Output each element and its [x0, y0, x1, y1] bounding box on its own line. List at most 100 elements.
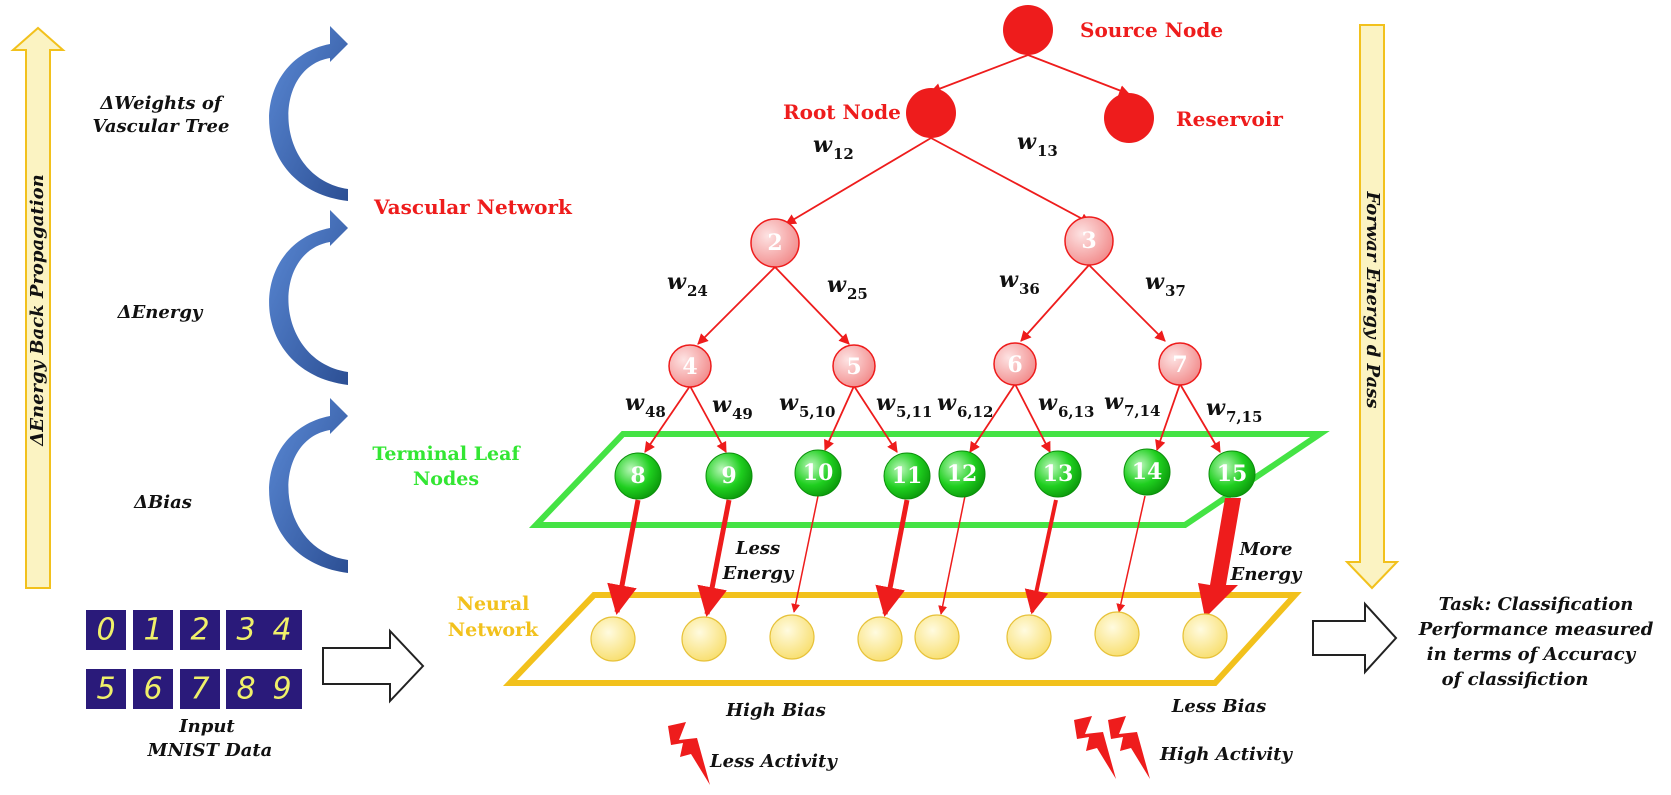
neural-network-plane [502, 592, 1302, 686]
leaf-node-10: 10 [794, 449, 842, 497]
delta-energy-label: ΔEnergy [117, 302, 204, 323]
internal-node-2: 2 [750, 218, 800, 268]
svg-text:10: 10 [803, 460, 834, 486]
svg-text:15: 15 [1217, 461, 1248, 487]
source-node [1003, 5, 1053, 55]
svg-text:11: 11 [892, 463, 923, 489]
internal-node-3: 3 [1064, 216, 1114, 266]
more-energy-arrow [1198, 498, 1241, 618]
neuron [590, 616, 636, 662]
weight-w7-14: w7,14 [1104, 389, 1161, 420]
less-activity-label: Less Activity [709, 751, 838, 772]
forward-pass-arrow [1344, 24, 1400, 590]
root-node [906, 88, 956, 138]
input-label-line1: Input [178, 716, 235, 737]
neuron [1182, 613, 1228, 659]
svg-text:4: 4 [272, 613, 291, 648]
input-arrow-icon [322, 628, 425, 704]
svg-text:0: 0 [96, 613, 115, 648]
root-node-label: Root Node [783, 100, 901, 124]
delta-weights-label-line2: Vascular Tree [93, 116, 230, 137]
svg-text:9: 9 [272, 672, 291, 707]
weight-w36: w36 [999, 267, 1040, 298]
leaf-node-11: 11 [883, 452, 931, 500]
svg-text:5: 5 [96, 672, 115, 707]
weight-w6-12: w6,12 [937, 390, 994, 421]
mnist-tile [86, 669, 126, 709]
leaf-node-13: 13 [1034, 450, 1082, 498]
mnist-tile [262, 669, 302, 709]
task-label-line1: Task: Classification [1439, 594, 1634, 615]
reservoir-node [1104, 93, 1154, 143]
svg-text:7: 7 [190, 672, 209, 707]
neuron [914, 614, 960, 660]
leaf-node-8: 8 [614, 452, 662, 500]
more-energy-label-line2: Energy [1230, 564, 1303, 585]
leaf-node-9: 9 [705, 452, 753, 500]
mnist-tile [226, 669, 266, 709]
internal-node-7: 7 [1158, 342, 1202, 386]
mnist-tile [180, 669, 220, 709]
weight-w49: w49 [712, 392, 753, 423]
lightning-icon [1108, 716, 1150, 779]
mnist-tile [262, 610, 302, 650]
curved-arrow-energy [269, 210, 348, 385]
task-label-line2: Performance measured [1418, 619, 1654, 640]
lightning-icon [668, 722, 710, 785]
svg-text:8: 8 [630, 463, 645, 489]
mnist-grid: 0 1 2 3 4 5 6 7 8 9 [86, 610, 302, 709]
svg-text:2: 2 [767, 230, 782, 256]
svg-text:3: 3 [1081, 228, 1096, 254]
svg-text:13: 13 [1043, 461, 1074, 487]
delta-weights-label-line1: ΔWeights of [99, 93, 224, 114]
neuron [769, 614, 815, 660]
mnist-tile [133, 669, 173, 709]
weight-w5-10: w5,10 [779, 390, 836, 421]
weight-w25: w25 [827, 272, 868, 303]
neurons [590, 611, 1228, 662]
leaf-neuron-edges-thin [791, 495, 1146, 615]
high-bias-label: High Bias [725, 700, 826, 721]
weight-w37: w37 [1145, 269, 1186, 300]
high-activity-label: High Activity [1159, 744, 1293, 765]
terminal-leaf-plane [528, 431, 1330, 528]
curved-arrow-bias [269, 398, 348, 573]
svg-text:7: 7 [1172, 352, 1187, 378]
neuron [1006, 614, 1052, 660]
weight-w7-15: w7,15 [1206, 395, 1263, 426]
leaf-node-15: 15 [1208, 450, 1256, 498]
source-node-label: Source Node [1080, 18, 1223, 42]
terminal-leaf-label-line2: Nodes [413, 468, 479, 490]
delta-bias-label: ΔBias [133, 492, 192, 513]
task-label-line4: of classifiction [1442, 669, 1589, 690]
input-label-line2: MNIST Data [147, 740, 273, 761]
mnist-tile [180, 610, 220, 650]
neural-network-label-line1: Neural [457, 593, 530, 615]
mnist-tile [133, 610, 173, 650]
svg-text:9: 9 [721, 463, 736, 489]
back-propagation-label: ΔEnergy Back Propagation [27, 174, 48, 446]
forward-pass-label: Forwar Energy d Pass [1362, 190, 1383, 408]
more-energy-label-line1: More [1239, 539, 1293, 560]
task-label-line3: in terms of Accuracy [1427, 644, 1637, 665]
svg-text:8: 8 [236, 672, 255, 707]
less-energy-label-line2: Energy [722, 563, 795, 584]
internal-node-6: 6 [993, 342, 1037, 386]
output-arrow-icon [1312, 601, 1398, 675]
mnist-tile [86, 610, 126, 650]
svg-text:14: 14 [1132, 459, 1163, 485]
weight-w48: w48 [625, 390, 666, 421]
reservoir-label: Reservoir [1176, 107, 1283, 131]
leaf-neuron-edges-thick [607, 499, 1058, 617]
weight-w13: w13 [1017, 129, 1058, 160]
leaf-node-14: 14 [1123, 448, 1171, 496]
less-energy-label-line1: Less [735, 538, 780, 559]
svg-text:6: 6 [1007, 352, 1022, 378]
internal-node-5: 5 [832, 344, 876, 388]
weight-w12: w12 [813, 132, 854, 163]
terminal-leaf-label-line1: Terminal Leaf [372, 443, 521, 465]
vascular-network-label: Vascular Network [373, 195, 573, 219]
weight-w5-11: w5,11 [876, 390, 933, 421]
tree-edges [644, 54, 1221, 453]
neuron [681, 616, 727, 662]
